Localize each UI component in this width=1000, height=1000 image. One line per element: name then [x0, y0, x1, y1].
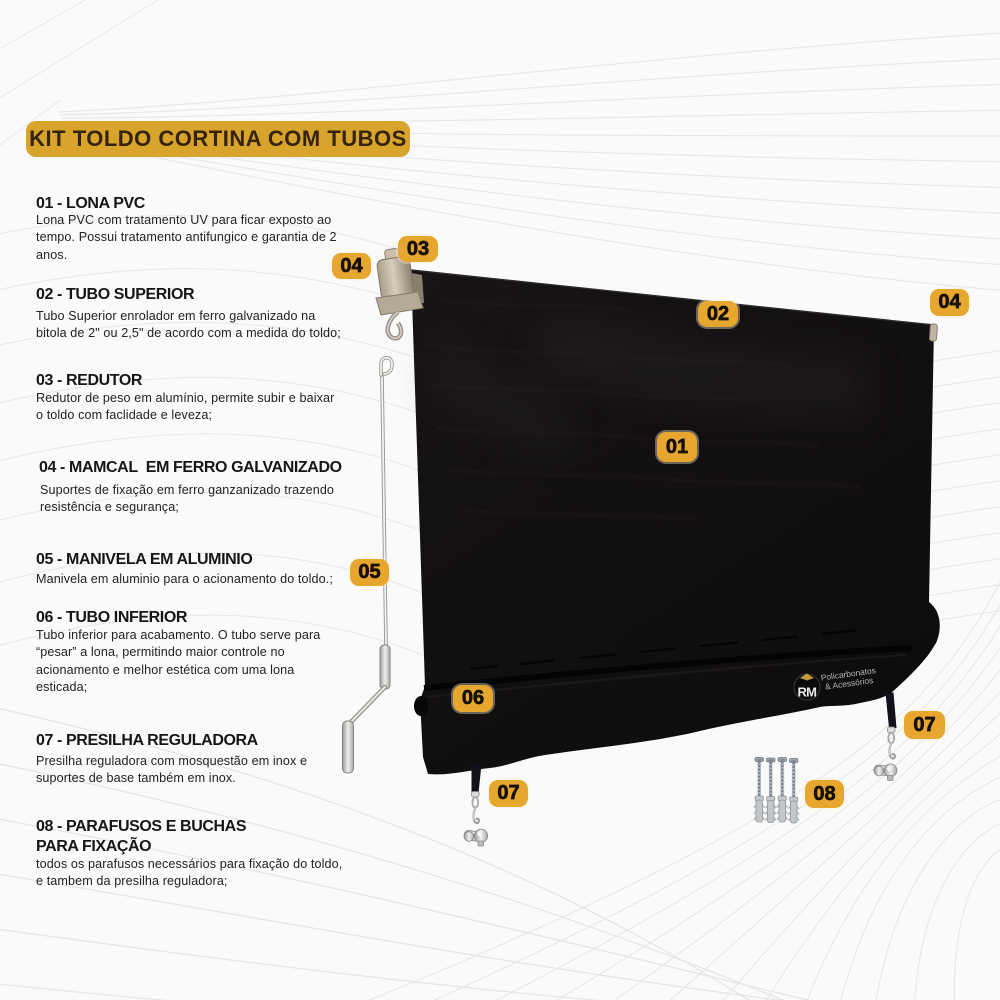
svg-text:RM: RM — [798, 685, 817, 700]
